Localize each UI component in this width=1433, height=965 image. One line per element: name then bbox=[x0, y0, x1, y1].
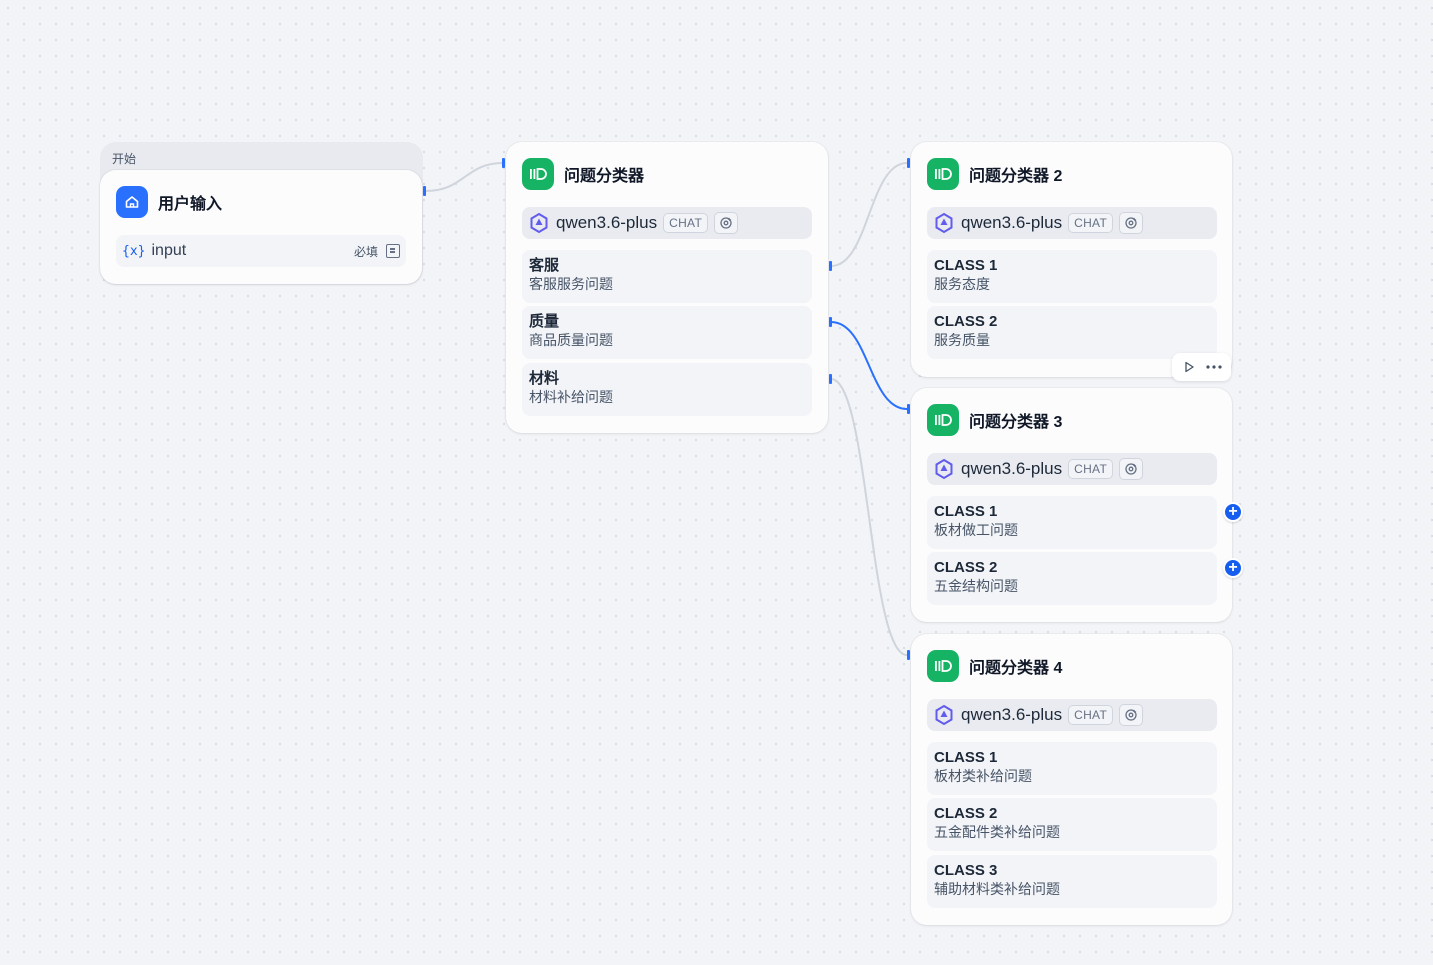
edge-start-to-classifier bbox=[424, 162, 504, 192]
class-item[interactable]: CLASS 3 辅助材料类补给问题 bbox=[927, 855, 1217, 908]
class-name: CLASS 2 bbox=[934, 805, 998, 822]
class-item[interactable]: CLASS 2 五金结构问题 bbox=[927, 552, 1217, 605]
model-selector[interactable]: qwen3.6-plus CHAT bbox=[522, 207, 812, 239]
model-name: qwen3.6-plus bbox=[556, 213, 658, 232]
classifier-icon bbox=[927, 404, 959, 436]
classifier-icon bbox=[522, 158, 554, 190]
node-title: 用户输入 bbox=[158, 196, 223, 213]
class-desc: 服务质量 bbox=[934, 332, 990, 348]
class-name: CLASS 1 bbox=[934, 257, 998, 274]
class-item[interactable]: CLASS 2 服务质量 bbox=[927, 306, 1217, 359]
model-name: qwen3.6-plus bbox=[961, 459, 1063, 478]
qwen-logo-icon bbox=[935, 704, 953, 726]
edge-classifier-to-classifier3 bbox=[830, 321, 908, 410]
class-output-handle[interactable] bbox=[829, 317, 832, 327]
qwen-logo-icon bbox=[935, 212, 953, 234]
model-name: qwen3.6-plus bbox=[961, 213, 1063, 232]
class-name: 材料 bbox=[529, 370, 560, 387]
class-desc: 板材做工问题 bbox=[934, 522, 1018, 538]
node-title: 问题分类器 3 bbox=[969, 414, 1063, 431]
mode-badge: CHAT bbox=[663, 213, 709, 233]
class-item[interactable]: CLASS 1 服务态度 bbox=[927, 250, 1217, 303]
node-toolbar bbox=[1172, 353, 1231, 381]
mode-badge: CHAT bbox=[1068, 705, 1114, 725]
class-desc: 辅助材料类补给问题 bbox=[934, 881, 1060, 897]
edge-classifier-to-classifier2 bbox=[830, 162, 908, 267]
classifier-icon bbox=[927, 158, 959, 190]
model-selector[interactable]: qwen3.6-plus CHAT bbox=[927, 453, 1217, 485]
classifier-2-input-handle[interactable] bbox=[907, 158, 910, 168]
class-name: 客服 bbox=[529, 257, 560, 274]
required-label: 必填 bbox=[353, 244, 378, 259]
start-group-label: 开始 bbox=[112, 152, 137, 166]
node-header: 问题分类器 2 bbox=[927, 158, 1062, 190]
class-item[interactable]: CLASS 1 板材做工问题 bbox=[927, 496, 1217, 549]
gear-sparkle-icon[interactable] bbox=[1119, 212, 1144, 234]
node-title: 问题分类器 4 bbox=[969, 660, 1063, 677]
class-output-handle[interactable] bbox=[829, 374, 832, 384]
class-item[interactable]: 质量 商品质量问题 bbox=[522, 306, 812, 359]
node-title: 问题分类器 bbox=[564, 168, 645, 185]
classifier-node-2[interactable]: 问题分类器 2 qwen3.6-plus CHAT CLASS 1 服务态度 C… bbox=[911, 142, 1232, 377]
class-name: 质量 bbox=[529, 313, 560, 330]
class-name: CLASS 3 bbox=[934, 862, 998, 879]
more-icon[interactable] bbox=[1205, 358, 1223, 376]
model-name: qwen3.6-plus bbox=[961, 705, 1063, 724]
add-next-node-button[interactable]: + bbox=[1223, 502, 1243, 522]
classifier-node-3[interactable]: 问题分类器 3 qwen3.6-plus CHAT CLASS 1 板材做工问题… bbox=[911, 388, 1232, 622]
class-desc: 材料补给问题 bbox=[529, 389, 613, 405]
qwen-logo-icon bbox=[530, 212, 548, 234]
class-name: CLASS 1 bbox=[934, 749, 998, 766]
node-header: 问题分类器 bbox=[522, 158, 644, 190]
user-input-node[interactable]: 用户输入 {x} input 必填 bbox=[100, 170, 422, 284]
classifier-4-input-handle[interactable] bbox=[907, 650, 910, 660]
node-header: 用户输入 bbox=[116, 186, 222, 218]
class-name: CLASS 1 bbox=[934, 503, 998, 520]
classifier-icon bbox=[927, 650, 959, 682]
model-selector[interactable]: qwen3.6-plus CHAT bbox=[927, 699, 1217, 731]
node-header: 问题分类器 3 bbox=[927, 404, 1062, 436]
model-selector[interactable]: qwen3.6-plus CHAT bbox=[927, 207, 1217, 239]
class-desc: 客服服务问题 bbox=[529, 276, 613, 292]
add-next-node-button[interactable]: + bbox=[1223, 558, 1243, 578]
node-header: 问题分类器 4 bbox=[927, 650, 1062, 682]
node-title: 问题分类器 2 bbox=[969, 168, 1063, 185]
start-output-handle[interactable] bbox=[423, 186, 426, 196]
gear-sparkle-icon[interactable] bbox=[1119, 704, 1144, 726]
mode-badge: CHAT bbox=[1068, 213, 1114, 233]
gear-sparkle-icon[interactable] bbox=[1119, 458, 1144, 480]
classifier-1-input-handle[interactable] bbox=[502, 158, 505, 168]
gear-sparkle-icon[interactable] bbox=[714, 212, 739, 234]
home-icon bbox=[116, 186, 148, 218]
variable-row[interactable]: {x} input 必填 bbox=[116, 235, 406, 267]
variable-icon: {x} bbox=[122, 243, 146, 259]
class-desc: 板材类补给问题 bbox=[934, 768, 1032, 784]
class-desc: 五金配件类补给问题 bbox=[934, 824, 1060, 840]
qwen-logo-icon bbox=[935, 458, 953, 480]
class-item[interactable]: 客服 客服服务问题 bbox=[522, 250, 812, 303]
play-icon[interactable] bbox=[1180, 358, 1198, 376]
class-desc: 五金结构问题 bbox=[934, 578, 1018, 594]
text-input-type-icon bbox=[386, 244, 400, 258]
class-name: CLASS 2 bbox=[934, 559, 998, 576]
edge-classifier-to-classifier4 bbox=[830, 378, 908, 656]
mode-badge: CHAT bbox=[1068, 459, 1114, 479]
classifier-3-input-handle[interactable] bbox=[907, 404, 910, 414]
classifier-node-1[interactable]: 问题分类器 qwen3.6-plus CHAT 客服 客服服务问题 质量 商品质… bbox=[506, 142, 828, 433]
class-desc: 商品质量问题 bbox=[529, 332, 613, 348]
classifier-node-4[interactable]: 问题分类器 4 qwen3.6-plus CHAT CLASS 1 板材类补给问… bbox=[911, 634, 1232, 925]
class-desc: 服务态度 bbox=[934, 276, 990, 292]
variable-name: input bbox=[151, 242, 187, 259]
class-item[interactable]: CLASS 2 五金配件类补给问题 bbox=[927, 798, 1217, 851]
class-output-handle[interactable] bbox=[829, 261, 832, 271]
class-item[interactable]: CLASS 1 板材类补给问题 bbox=[927, 742, 1217, 795]
class-name: CLASS 2 bbox=[934, 313, 998, 330]
class-item[interactable]: 材料 材料补给问题 bbox=[522, 363, 812, 416]
